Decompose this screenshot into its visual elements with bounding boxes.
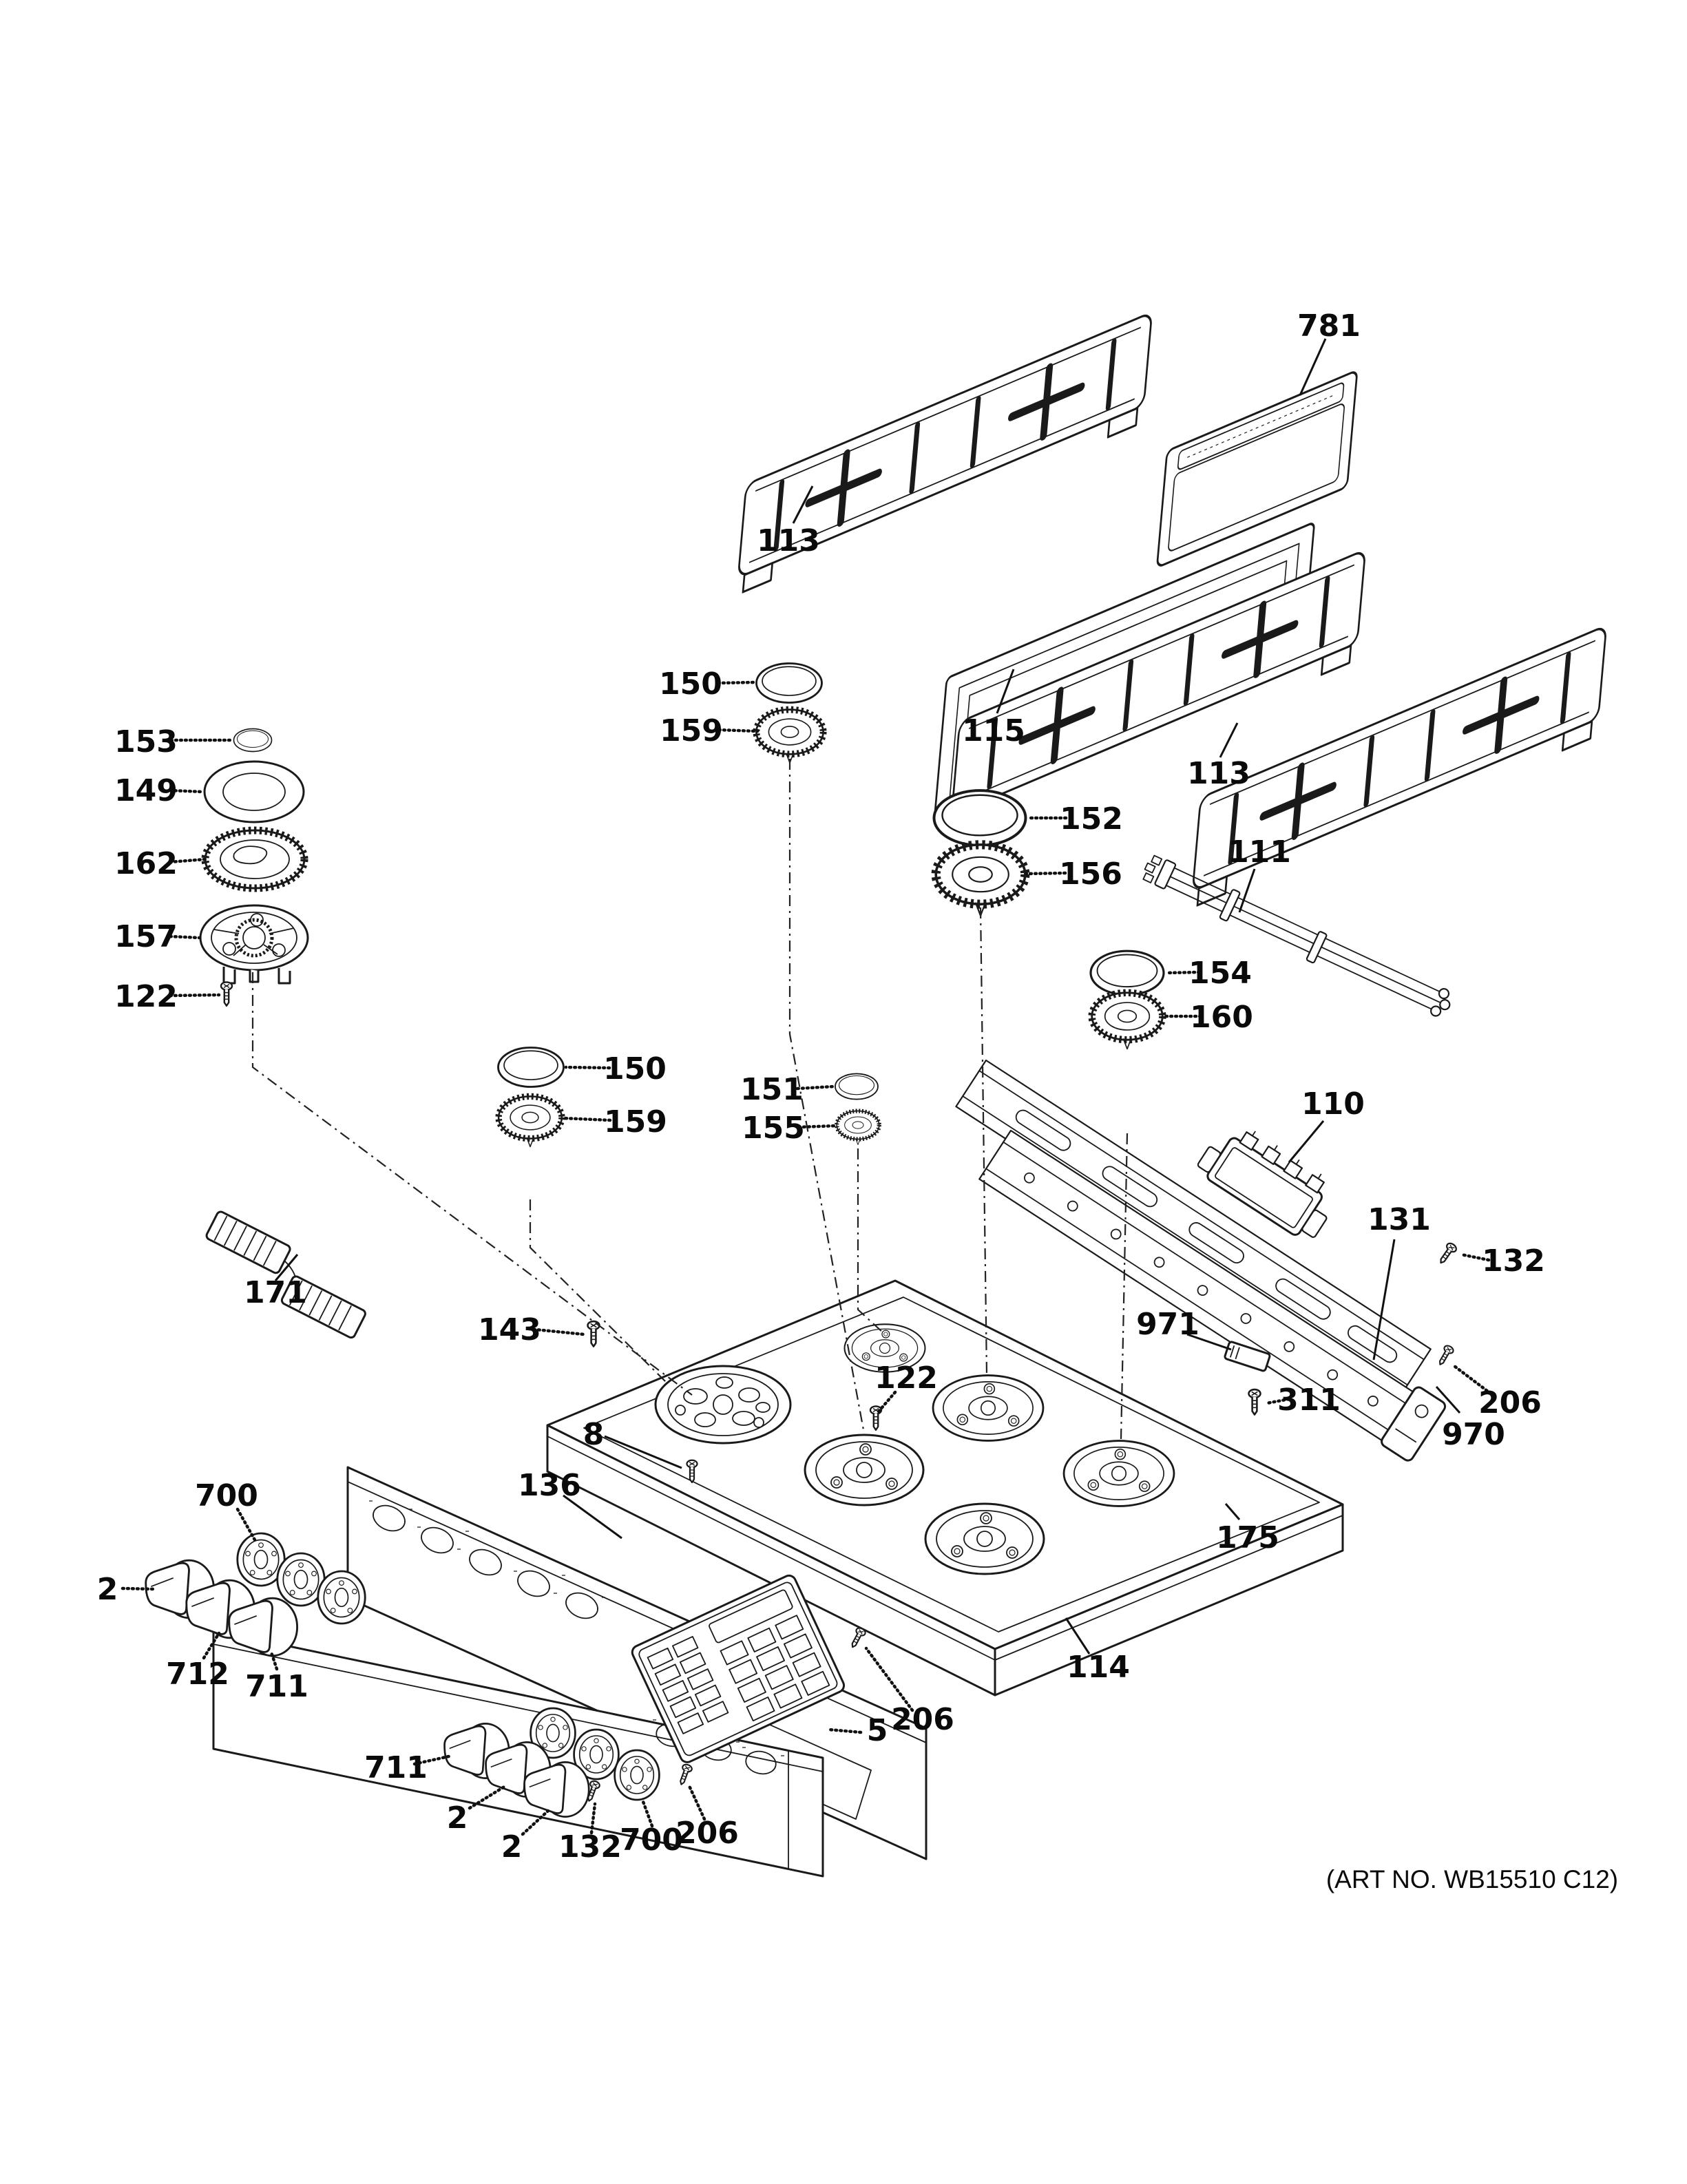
screw-311 [1248,1388,1261,1416]
part-label-2-top: 2 [97,1572,118,1607]
spacer-971 [1224,1341,1271,1372]
burner-cap-150-top [755,662,823,704]
burner-base-157 [200,905,308,983]
part-label-132-right: 132 [1482,1243,1545,1279]
art-number: (ART NO. WB15510 C12) [1326,1865,1618,1893]
screw-206-right [1435,1343,1456,1368]
burner-cap-153 [233,728,273,753]
part-label-700-top: 700 [195,1478,258,1513]
part-label-113-right: 113 [1187,756,1250,791]
part-labels: 781 113 115 113 153 149 162 157 122 150 … [97,308,1545,1865]
igniter-harness-111 [1142,854,1451,1017]
part-label-160: 160 [1190,1000,1253,1035]
part-label-143: 143 [478,1312,541,1347]
burner-head-156 [936,845,1025,916]
burner-head-155 [837,1111,879,1144]
burner-cap-152 [932,789,1027,847]
part-label-122-left: 122 [114,979,178,1014]
label-leaders-dotted [120,680,1493,1836]
part-label-2-bottom-1: 2 [447,1800,468,1836]
part-label-159-top: 159 [660,713,723,748]
burner-cap-151 [835,1073,879,1100]
part-label-970: 970 [1442,1417,1505,1452]
griddle-cover-781 [1156,371,1358,567]
screw-122-left [220,981,233,1007]
part-label-150-top: 150 [659,666,722,702]
part-label-122-center: 122 [874,1361,938,1396]
burner-head-159-mid [499,1096,562,1146]
knob-bezel [317,1570,366,1625]
burner-recess [804,1434,925,1506]
part-label-156: 156 [1059,857,1122,892]
part-label-131: 131 [1368,1202,1431,1237]
burner-recess [932,1374,1045,1442]
part-label-175: 175 [1216,1520,1279,1555]
burner-recess [924,1502,1045,1575]
assembly-axis-lines [251,759,1129,1440]
knob-bezel-700 [614,1749,660,1801]
part-label-151: 151 [740,1072,804,1107]
part-label-152: 152 [1060,801,1123,837]
part-label-157: 157 [114,919,178,954]
screw-132-right [1436,1241,1459,1267]
part-label-162: 162 [114,846,178,881]
griddle-burner-recess [654,1365,792,1445]
part-label-712: 712 [166,1657,229,1692]
burner-cap-154 [1089,949,1165,996]
part-label-5: 5 [867,1713,888,1748]
part-label-8: 8 [583,1417,605,1452]
burner-ring-162 [205,830,304,888]
end-bracket-970 [1381,1386,1447,1462]
part-label-136: 136 [518,1468,581,1503]
part-label-711-bottom: 711 [364,1750,428,1785]
control-board-136 [631,1574,846,1763]
part-label-155: 155 [742,1111,805,1146]
screw-206-center [847,1626,868,1650]
cooktop-main-panel-114 [546,1279,1344,1697]
burner-cap-150-mid [497,1047,565,1088]
burner-head-160 [1092,993,1163,1049]
part-label-781: 781 [1297,308,1361,344]
spark-module-110 [1197,1131,1328,1238]
part-label-711-top: 711 [245,1669,308,1704]
part-label-114: 114 [1067,1650,1130,1685]
part-label-153: 153 [114,724,178,759]
wire-harness-171 [205,1210,366,1339]
part-label-171: 171 [244,1275,307,1310]
part-label-700-bottom: 700 [620,1823,683,1858]
part-label-111: 111 [1228,834,1291,870]
part-label-159-mid: 159 [604,1104,667,1140]
part-label-311: 311 [1277,1383,1341,1418]
part-label-206-center: 206 [891,1702,954,1737]
part-label-149: 149 [114,773,178,808]
part-label-154: 154 [1188,956,1252,991]
burner-head-159-top [756,710,823,763]
part-label-2-bottom-2: 2 [501,1829,523,1865]
part-label-110: 110 [1301,1086,1365,1122]
part-label-971: 971 [1136,1307,1199,1342]
part-label-150-mid: 150 [603,1051,667,1086]
part-label-115: 115 [962,713,1025,748]
part-label-113-left: 113 [757,523,820,558]
part-label-206-bottom: 206 [675,1816,739,1851]
burner-recess [1062,1440,1175,1507]
part-label-206-right: 206 [1478,1385,1542,1420]
label-leaders-solid [274,338,1461,1655]
burner-ring-149 [203,760,305,823]
part-label-132-bottom: 132 [558,1829,622,1865]
